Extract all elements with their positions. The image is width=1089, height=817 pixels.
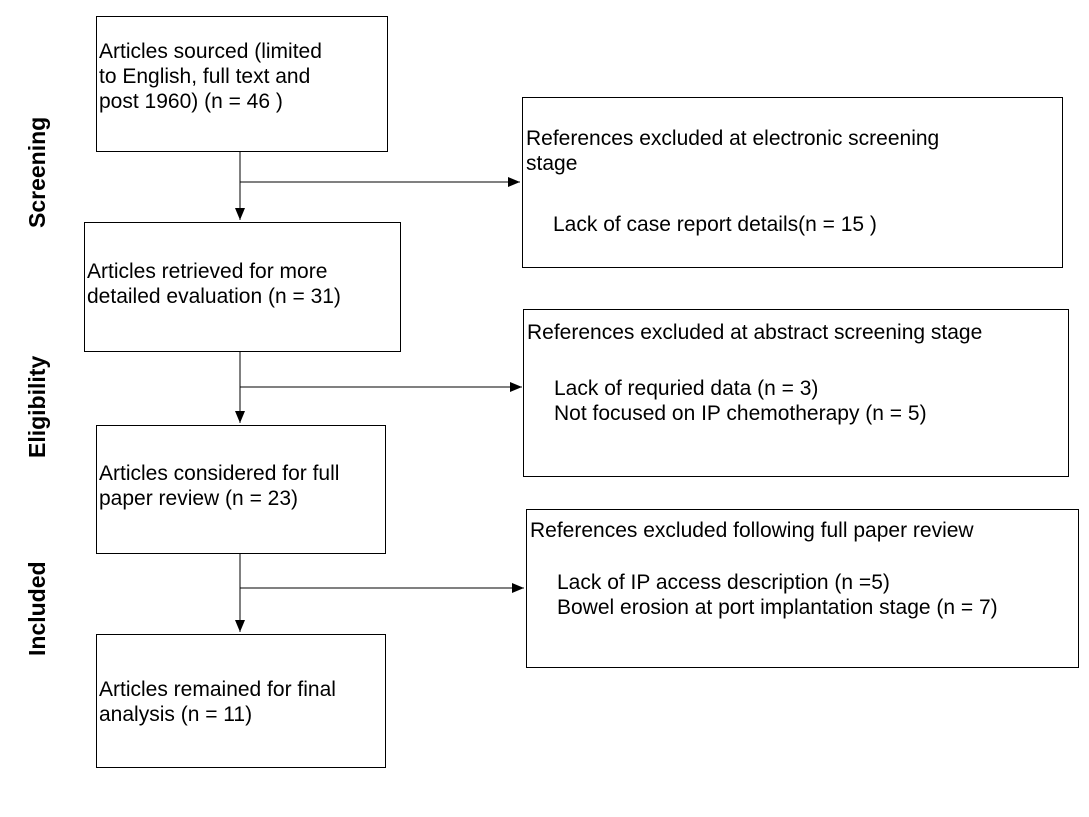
- flow-box-remained: Articles remained for final analysis (n …: [96, 634, 386, 768]
- flow-line: Articles retrieved for more: [87, 260, 328, 283]
- exclusion-item: Lack of case report details(n = 15 ): [553, 213, 877, 236]
- exclusion-box-full-paper: References excluded following full paper…: [526, 509, 1079, 668]
- exclusion-item: Lack of requried data (n = 3): [554, 377, 819, 400]
- flow-line: detailed evaluation (n = 31): [87, 285, 341, 308]
- flow-line: Articles considered for full: [99, 462, 340, 485]
- flow-line: Articles remained for final: [99, 678, 336, 701]
- flow-box-sourced: Articles sourced (limited to English, fu…: [96, 16, 388, 152]
- flow-line: post 1960) (n = 46 ): [99, 90, 283, 113]
- flow-box-considered: Articles considered for full paper revie…: [96, 425, 386, 554]
- flow-line: analysis (n = 11): [99, 703, 253, 726]
- flow-line: to English, full text and: [99, 65, 311, 88]
- exclusion-title: References excluded following full paper…: [530, 519, 974, 542]
- flow-line: paper review (n = 23): [99, 487, 299, 510]
- exclusion-box-electronic: References excluded at electronic screen…: [522, 97, 1063, 268]
- exclusion-title: References excluded at electronic screen…: [526, 127, 940, 150]
- exclusion-box-abstract: References excluded at abstract screenin…: [523, 309, 1069, 477]
- exclusion-item: Not focused on IP chemotherapy (n = 5): [554, 402, 927, 425]
- exclusion-title: stage: [526, 152, 578, 175]
- flow-box-retrieved: Articles retrieved for more detailed eva…: [84, 222, 401, 352]
- exclusion-title: References excluded at abstract screenin…: [527, 321, 983, 344]
- exclusion-item: Lack of IP access description (n =5): [557, 571, 890, 594]
- exclusion-item: Bowel erosion at port implantation stage…: [557, 596, 998, 619]
- flow-line: Articles sourced (limited: [99, 40, 322, 63]
